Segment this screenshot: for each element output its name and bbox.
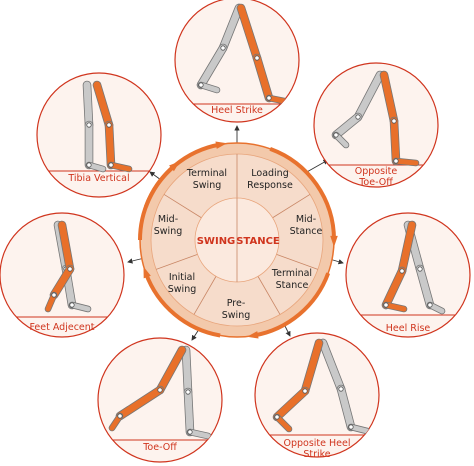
leg-orange bbox=[108, 345, 187, 432]
leg-pictogram bbox=[346, 220, 470, 316]
leg-orange bbox=[92, 80, 133, 173]
leg-gray bbox=[318, 338, 371, 435]
cycle-arrowhead bbox=[169, 161, 181, 172]
event-label-heel-rise: Heel Rise bbox=[386, 323, 431, 334]
leg-gray bbox=[181, 345, 212, 440]
cycle-arrow-arc bbox=[138, 164, 176, 241]
leg-gray bbox=[403, 220, 446, 315]
wheel-spoke bbox=[156, 253, 198, 270]
cycle-arrow-arc bbox=[269, 146, 336, 241]
leg-pictogram bbox=[175, 3, 299, 106]
event-feet-adjacent: Feet Adjecent bbox=[0, 212, 125, 338]
wheel-spokes bbox=[156, 154, 318, 315]
event-label-toe-off: Toe-Off bbox=[142, 442, 177, 453]
event-heel-strike: Heel Strike bbox=[174, 0, 300, 123]
wheel-spoke bbox=[276, 253, 318, 270]
leg-orange bbox=[381, 220, 417, 313]
event-tibia-vertical: Tibia Vertical bbox=[36, 72, 162, 198]
wheel-spoke bbox=[257, 276, 281, 315]
leg-pictogram bbox=[98, 345, 222, 441]
wheel-spoke bbox=[163, 194, 202, 219]
phase-label-mid-stance: Mid-Stance bbox=[290, 214, 323, 237]
event-toe-off: Toe-Off bbox=[97, 337, 223, 463]
center-label-stance: STANCE bbox=[236, 236, 280, 247]
wheel-spoke bbox=[272, 194, 311, 219]
cycle-arrow-arc bbox=[143, 272, 221, 338]
leg-orange bbox=[379, 70, 420, 167]
leg-gray bbox=[196, 3, 244, 94]
event-label-feet-adjacent: Feet Adjecent bbox=[29, 322, 94, 333]
cycle-arrow-arc bbox=[253, 272, 331, 338]
event-label-heel-strike: Heel Strike bbox=[211, 105, 263, 116]
event-circle bbox=[313, 62, 439, 188]
phase-label-mid-swing: Mid-Swing bbox=[154, 214, 183, 237]
wheel-spoke bbox=[193, 276, 217, 315]
cycle-arrowhead bbox=[215, 141, 228, 149]
leg-pictogram bbox=[314, 70, 438, 167]
leg-gray bbox=[331, 70, 385, 149]
leg-gray bbox=[82, 80, 107, 173]
leg-orange bbox=[44, 220, 75, 313]
leg-orange bbox=[272, 338, 324, 433]
cycle-arrows bbox=[138, 141, 338, 339]
cycle-arrowhead bbox=[143, 266, 151, 279]
event-heel-rise: Heel Rise bbox=[345, 212, 471, 338]
phase-label-pre-swing: Pre-Swing bbox=[222, 298, 251, 321]
leg-pictogram bbox=[37, 80, 161, 173]
cycle-arrowhead bbox=[246, 331, 259, 339]
cycle-arrowhead bbox=[330, 235, 338, 247]
center-label-swing: SWING bbox=[197, 236, 236, 247]
leg-pictogram bbox=[255, 338, 379, 436]
leg-pictogram bbox=[0, 220, 124, 318]
event-label-tibia-vertical: Tibia Vertical bbox=[67, 173, 129, 184]
